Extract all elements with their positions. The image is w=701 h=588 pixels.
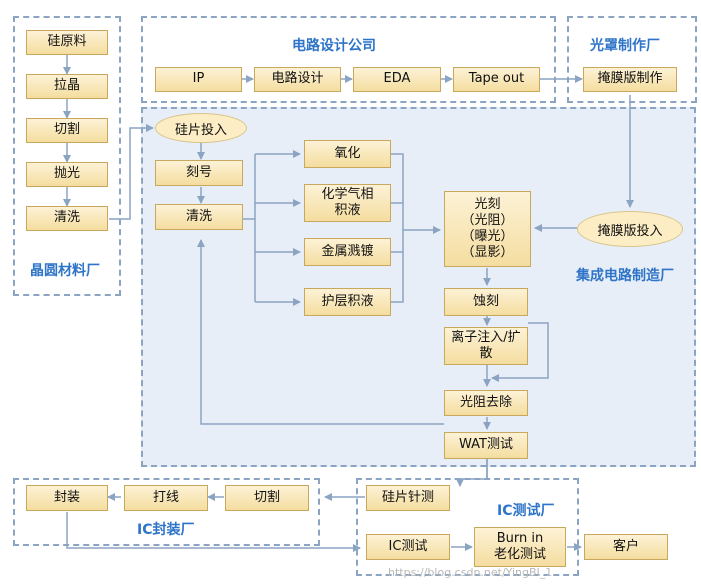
node-fab-clean: 清洗 xyxy=(155,204,243,230)
node-circuit-design: 电路设计 xyxy=(254,67,341,92)
node-polish: 抛光 xyxy=(26,162,108,187)
node-cvd: 化学气相 积液 xyxy=(304,184,391,222)
node-silicon-raw: 硅原料 xyxy=(26,30,108,55)
group-label-package: IC封装厂 xyxy=(137,522,195,538)
node-customer: 客户 xyxy=(584,534,668,560)
node-wafer-probe: 硅片针测 xyxy=(366,485,450,511)
node-marking: 刻号 xyxy=(155,160,243,186)
node-wafer-clean: 清洗 xyxy=(26,206,108,231)
group-label-wafer: 晶圆材料厂 xyxy=(30,263,100,279)
node-burn-in: Burn in 老化测试 xyxy=(474,527,566,567)
group-label-mask: 光罩制作厂 xyxy=(590,38,660,54)
group-design xyxy=(141,16,556,103)
node-wat-test: WAT测试 xyxy=(444,432,528,459)
node-metal-sputter: 金属溅镀 xyxy=(304,238,391,266)
node-etch: 蚀刻 xyxy=(444,288,528,316)
node-crystal-pull: 拉晶 xyxy=(26,74,108,99)
node-protect-layer: 护层积液 xyxy=(304,288,391,316)
group-package xyxy=(13,478,320,546)
node-wafer-cut: 切割 xyxy=(26,118,108,143)
group-mask xyxy=(567,16,697,103)
watermark-text: https://blog.csdn.net/YingBI_1 xyxy=(388,566,553,579)
node-ic-test: IC测试 xyxy=(366,534,450,560)
node-wire-bond: 打线 xyxy=(124,485,208,511)
group-label-fab: 集成电路制造厂 xyxy=(576,268,674,284)
node-wafer-input: 硅片投入 xyxy=(155,113,247,143)
group-label-design: 电路设计公司 xyxy=(292,38,376,54)
node-ion-implant: 离子注入/扩 散 xyxy=(444,327,528,365)
node-package: 封装 xyxy=(26,485,108,511)
node-mask-input: 掩膜版投入 xyxy=(577,211,683,247)
node-eda: EDA xyxy=(353,67,441,92)
node-die-cut: 切割 xyxy=(225,485,309,511)
node-mask-making: 掩膜版制作 xyxy=(583,67,677,92)
node-oxidation: 氧化 xyxy=(304,140,391,168)
node-tape-out: Tape out xyxy=(453,67,540,92)
group-label-test: IC测试厂 xyxy=(497,503,555,519)
node-ip: IP xyxy=(155,67,242,92)
node-resist-strip: 光阻去除 xyxy=(444,390,528,416)
group-wafer xyxy=(13,16,121,296)
node-lithography: 光刻 （光阻） （曝光） （显影） xyxy=(444,191,531,267)
